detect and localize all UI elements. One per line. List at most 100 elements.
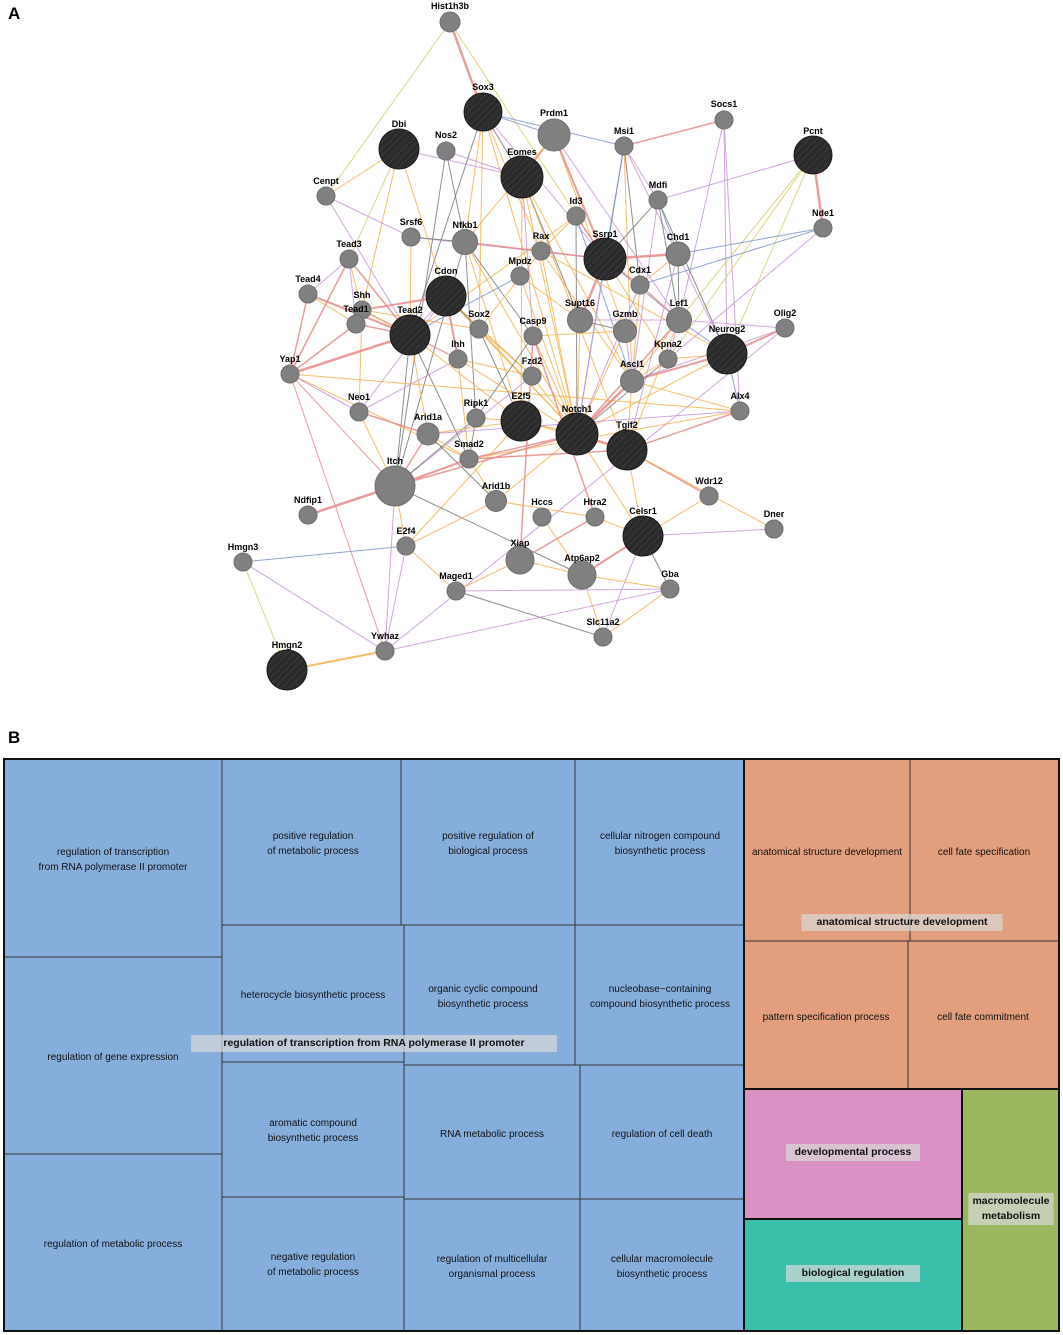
node-circle[interactable] bbox=[436, 141, 456, 161]
node-supt16[interactable]: Supt16 bbox=[565, 298, 595, 333]
node-fzd2[interactable]: Fzd2 bbox=[522, 356, 543, 386]
node-tgif2[interactable]: Tgif2 bbox=[606, 420, 648, 471]
node-itch[interactable]: Itch bbox=[374, 456, 416, 507]
node-circle[interactable] bbox=[555, 412, 599, 456]
node-ihh[interactable]: Ihh bbox=[448, 339, 468, 369]
node-circle[interactable] bbox=[401, 227, 421, 247]
node-nde1[interactable]: Nde1 bbox=[812, 208, 834, 238]
node-mpdz[interactable]: Mpdz bbox=[509, 256, 532, 286]
node-circle[interactable] bbox=[665, 241, 691, 267]
node-notch1[interactable]: Notch1 bbox=[555, 404, 599, 456]
node-mdfi[interactable]: Mdfi bbox=[648, 180, 668, 210]
node-cdx1[interactable]: Cdx1 bbox=[629, 265, 651, 295]
node-ripk1[interactable]: Ripk1 bbox=[464, 398, 489, 428]
node-tead4[interactable]: Tead4 bbox=[295, 274, 321, 304]
node-circle[interactable] bbox=[375, 641, 395, 661]
node-e2f5[interactable]: E2f5 bbox=[500, 391, 542, 442]
node-nos2[interactable]: Nos2 bbox=[435, 130, 457, 161]
node-circle[interactable] bbox=[266, 649, 308, 691]
node-circle[interactable] bbox=[706, 333, 748, 375]
node-circle[interactable] bbox=[448, 349, 468, 369]
node-circle[interactable] bbox=[466, 408, 486, 428]
node-circle[interactable] bbox=[339, 249, 359, 269]
node-htra2[interactable]: Htra2 bbox=[583, 497, 607, 527]
node-circle[interactable] bbox=[532, 507, 552, 527]
node-ascl1[interactable]: Ascl1 bbox=[620, 359, 644, 393]
node-circle[interactable] bbox=[446, 581, 466, 601]
node-circle[interactable] bbox=[505, 545, 535, 575]
node-circle[interactable] bbox=[775, 318, 795, 338]
node-circle[interactable] bbox=[463, 92, 503, 132]
node-circle[interactable] bbox=[606, 429, 648, 471]
node-neo1[interactable]: Neo1 bbox=[348, 392, 370, 422]
node-neurog2[interactable]: Neurog2 bbox=[706, 324, 748, 375]
node-circle[interactable] bbox=[730, 401, 750, 421]
node-circle[interactable] bbox=[793, 135, 833, 175]
node-circle[interactable] bbox=[813, 218, 833, 238]
node-circle[interactable] bbox=[500, 400, 542, 442]
node-arid1a[interactable]: Arid1a bbox=[414, 412, 443, 446]
node-circle[interactable] bbox=[630, 275, 650, 295]
node-circle[interactable] bbox=[389, 314, 431, 356]
node-gzmb[interactable]: Gzmb bbox=[612, 309, 638, 343]
node-circle[interactable] bbox=[537, 118, 571, 152]
node-circle[interactable] bbox=[452, 229, 478, 255]
node-cdon[interactable]: Cdon bbox=[425, 266, 467, 317]
node-olig2[interactable]: Olig2 bbox=[774, 308, 797, 338]
node-tead1[interactable]: Tead1 bbox=[343, 304, 369, 334]
node-e2f4[interactable]: E2f4 bbox=[396, 526, 416, 556]
node-circle[interactable] bbox=[439, 11, 461, 33]
node-circle[interactable] bbox=[666, 307, 692, 333]
node-xiap[interactable]: Xiap bbox=[505, 538, 535, 575]
node-circle[interactable] bbox=[298, 505, 318, 525]
node-circle[interactable] bbox=[416, 422, 440, 446]
node-hist1h3b[interactable]: Hist1h3b bbox=[431, 1, 470, 33]
node-circle[interactable] bbox=[614, 136, 634, 156]
node-circle[interactable] bbox=[620, 369, 644, 393]
node-yap1[interactable]: Yap1 bbox=[279, 354, 301, 384]
node-circle[interactable] bbox=[522, 366, 542, 386]
node-circle[interactable] bbox=[585, 507, 605, 527]
node-slc11a2[interactable]: Slc11a2 bbox=[586, 617, 620, 647]
node-circle[interactable] bbox=[566, 206, 586, 226]
node-gba[interactable]: Gba bbox=[660, 569, 680, 599]
node-circle[interactable] bbox=[699, 486, 719, 506]
node-wdr12[interactable]: Wdr12 bbox=[695, 476, 723, 506]
node-ywhaz[interactable]: Ywhaz bbox=[371, 631, 400, 661]
node-pcnt[interactable]: Pcnt bbox=[793, 126, 833, 175]
node-circle[interactable] bbox=[583, 237, 627, 281]
node-circle[interactable] bbox=[567, 560, 597, 590]
node-circle[interactable] bbox=[425, 275, 467, 317]
node-circle[interactable] bbox=[523, 326, 543, 346]
node-kpna2[interactable]: Kpna2 bbox=[654, 339, 682, 369]
node-casp9[interactable]: Casp9 bbox=[519, 316, 547, 346]
node-sox2[interactable]: Sox2 bbox=[468, 309, 490, 339]
node-cenpt[interactable]: Cenpt bbox=[313, 176, 339, 206]
node-circle[interactable] bbox=[346, 314, 366, 334]
node-circle[interactable] bbox=[396, 536, 416, 556]
node-circle[interactable] bbox=[658, 349, 678, 369]
node-circle[interactable] bbox=[469, 319, 489, 339]
node-circle[interactable] bbox=[316, 186, 336, 206]
node-sox3[interactable]: Sox3 bbox=[463, 82, 503, 132]
node-dner[interactable]: Dner bbox=[764, 509, 785, 539]
node-circle[interactable] bbox=[374, 465, 416, 507]
node-smad2[interactable]: Smad2 bbox=[454, 439, 484, 469]
node-circle[interactable] bbox=[567, 307, 593, 333]
node-socs1[interactable]: Socs1 bbox=[711, 99, 738, 130]
node-ssrp1[interactable]: Ssrp1 bbox=[583, 229, 627, 281]
node-circle[interactable] bbox=[613, 319, 637, 343]
node-circle[interactable] bbox=[298, 284, 318, 304]
node-nfkb1[interactable]: Nfkb1 bbox=[452, 220, 478, 255]
node-hmgn2[interactable]: Hmgn2 bbox=[266, 640, 308, 691]
node-maged1[interactable]: Maged1 bbox=[439, 571, 473, 601]
node-circle[interactable] bbox=[459, 449, 479, 469]
node-dbi[interactable]: Dbi bbox=[378, 119, 420, 170]
node-atp6ap2[interactable]: Atp6ap2 bbox=[564, 553, 600, 590]
node-circle[interactable] bbox=[622, 515, 664, 557]
node-ndfip1[interactable]: Ndfip1 bbox=[294, 495, 322, 525]
node-srsf6[interactable]: Srsf6 bbox=[400, 217, 423, 247]
node-circle[interactable] bbox=[660, 579, 680, 599]
node-circle[interactable] bbox=[764, 519, 784, 539]
node-id3[interactable]: Id3 bbox=[566, 196, 586, 226]
